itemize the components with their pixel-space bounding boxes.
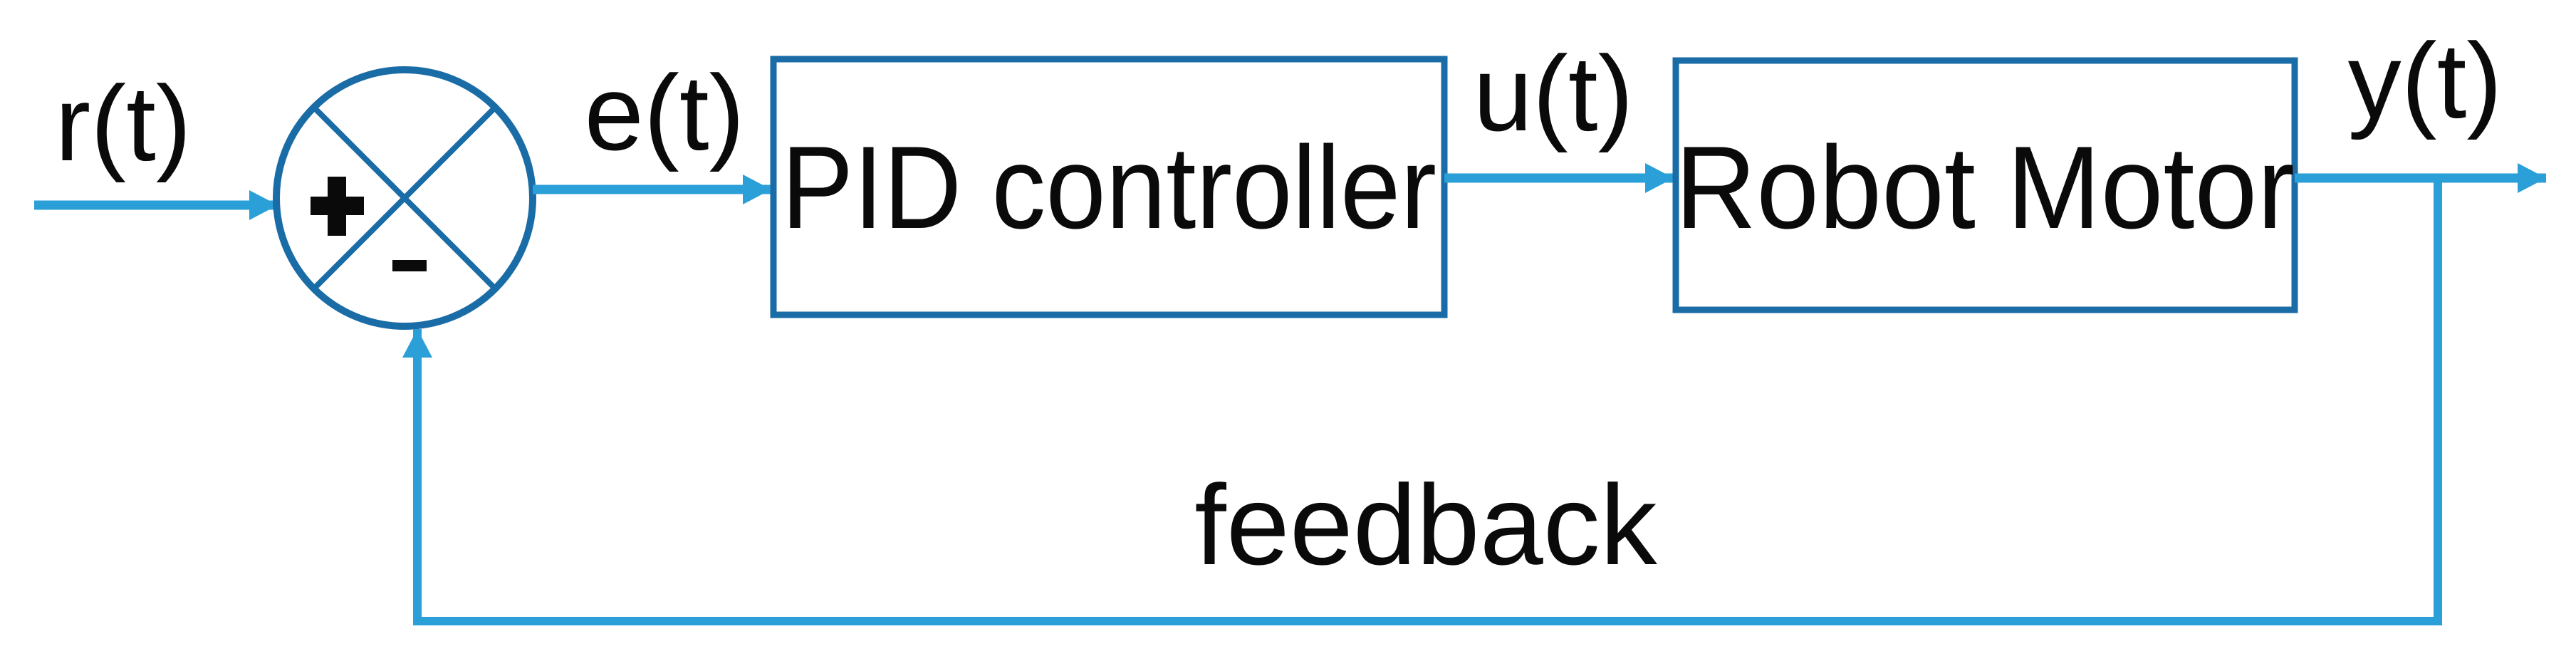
pid-controller-label: PID controller [781,122,1436,253]
control-signal-label: u(t) [1474,33,1634,153]
output-signal-label: y(t) [2348,21,2503,140]
feedback-path [402,178,2442,625]
reference-signal-label: r(t) [55,63,192,183]
summing-junction: + - [273,66,536,330]
error-signal-label: e(t) [585,53,745,172]
pid-controller-box [770,56,1448,318]
robot-motor-box [1672,57,2298,313]
robot-motor-label: Robot Motor [1675,122,2295,253]
plus-sign: + [311,177,364,236]
feedback-label: feedback [1194,461,1657,588]
summing-junction-cross-line-2 [312,105,497,291]
